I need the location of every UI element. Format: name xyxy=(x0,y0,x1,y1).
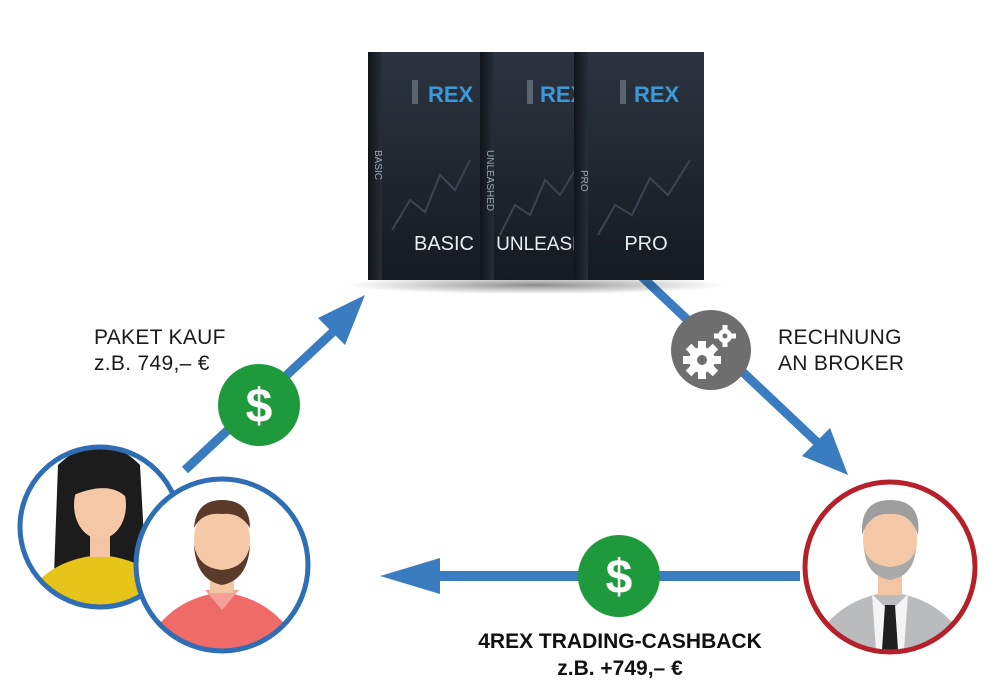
brand-logo-text: REX xyxy=(428,82,474,107)
product-spine-label: PRO xyxy=(578,170,589,192)
product-spine-label: UNLEASHED xyxy=(484,150,495,211)
product-name: PRO xyxy=(624,233,667,255)
product-box-unleash: REX UNLEASH UNLEASHED xyxy=(480,52,586,280)
broker-avatar xyxy=(802,479,978,655)
invoice-label-line1: RECHNUNG xyxy=(778,326,902,349)
purchase-label-title: PAKET KAUF xyxy=(94,326,226,349)
customer-avatar-man xyxy=(133,476,311,654)
cashback-label: 4REX TRADING-CASHBACK z.B. +749,– € xyxy=(420,628,820,682)
purchase-label-amount: z.B. 749,– € xyxy=(94,352,210,375)
invoice-label: RECHNUNG AN BROKER xyxy=(778,325,904,377)
product-boxes: REX BASIC BASIC REX UNLEASH UNLEASHED RE… xyxy=(345,52,725,294)
dollar-glyph: $ xyxy=(606,551,633,604)
money-icon: $ xyxy=(578,535,660,617)
cashback-label-amount: z.B. +749,– € xyxy=(557,657,683,680)
brand-logo-text: REX xyxy=(634,82,680,107)
product-name: BASIC xyxy=(414,233,474,255)
dollar-glyph: $ xyxy=(246,380,273,433)
invoice-label-line2: AN BROKER xyxy=(778,352,905,375)
purchase-label: PAKET KAUF z.B. 749,– € xyxy=(94,325,226,377)
cashback-label-title: 4REX TRADING-CASHBACK xyxy=(478,630,762,653)
product-spine-label: BASIC xyxy=(372,150,383,180)
product-name: UNLEASH xyxy=(496,234,586,255)
product-box-basic: REX BASIC BASIC xyxy=(368,52,482,280)
product-box-pro: REX PRO PRO xyxy=(574,52,704,280)
gears-icon xyxy=(671,310,751,390)
money-icon: $ xyxy=(218,364,300,446)
